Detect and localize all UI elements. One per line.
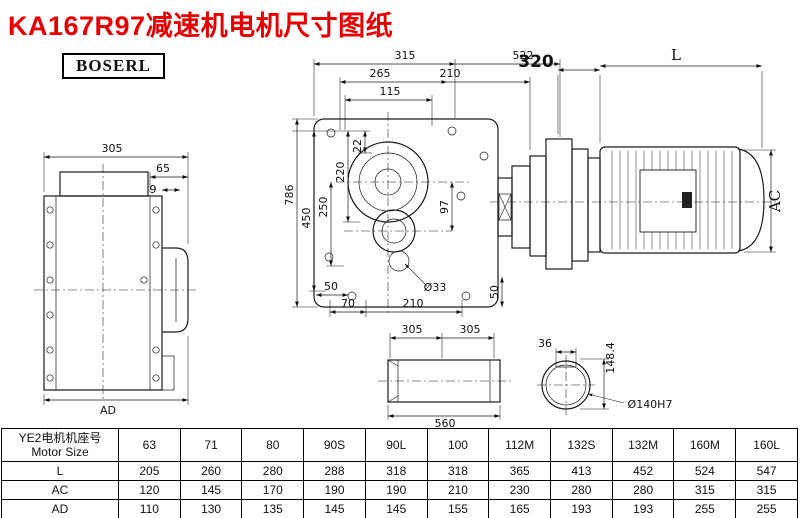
- dim-label: 148.4: [604, 342, 617, 374]
- technical-drawing: 305 65 9 AD: [34, 46, 784, 428]
- dim-label: 9: [150, 183, 157, 196]
- cell: 280: [241, 461, 305, 481]
- dim-label: 315: [395, 49, 416, 62]
- motor-size-table: YE2电机机座号 Motor Size 63 71 80 90S 90L 100…: [1, 428, 798, 518]
- row-label: L: [1, 461, 119, 481]
- dim-label: 250: [317, 197, 330, 218]
- table-row-L: L 205 260 280 288 318 318 365 413 452 52…: [1, 461, 798, 481]
- dim-label: 305: [402, 323, 423, 336]
- dim-label: 220: [334, 162, 347, 183]
- cell: 280: [611, 480, 675, 500]
- table-header-label: YE2电机机座号 Motor Size: [1, 428, 119, 462]
- size-col: 90S: [303, 428, 366, 462]
- cell: 170: [241, 480, 305, 500]
- cell: 120: [118, 480, 181, 500]
- cell: 365: [488, 461, 552, 481]
- dim-label: L: [671, 46, 681, 64]
- dim-label: 210: [403, 297, 424, 310]
- size-col: 90L: [364, 428, 428, 462]
- motor-view: 320 L AC: [490, 46, 784, 270]
- dim-label: 97: [438, 200, 451, 214]
- cell: 210: [426, 480, 490, 500]
- cell: 190: [364, 480, 428, 500]
- dim-label: 65: [156, 162, 170, 175]
- size-col: 132M: [611, 428, 675, 462]
- cell: 318: [426, 461, 490, 481]
- cell: 288: [303, 461, 366, 481]
- cell: 413: [550, 461, 613, 481]
- dim-label: AC: [766, 190, 784, 213]
- table-header-row: YE2电机机座号 Motor Size 63 71 80 90S 90L 100…: [1, 428, 798, 462]
- cell: 145: [179, 480, 243, 500]
- size-col: 71: [179, 428, 243, 462]
- keyway-view: 36 148.4 Ø140H7: [537, 337, 672, 415]
- size-col: 100: [426, 428, 490, 462]
- dim-label: AD: [100, 404, 116, 417]
- size-col: 80: [241, 428, 305, 462]
- cell: 110: [118, 499, 181, 518]
- cell: 260: [179, 461, 243, 481]
- table-header-en: Motor Size: [31, 445, 89, 459]
- dim-label: 305: [102, 142, 123, 155]
- brand-logo: BOSERL: [62, 53, 165, 79]
- dim-label: 305: [460, 323, 481, 336]
- dim-label: 450: [300, 208, 313, 229]
- dim-label: 36: [538, 337, 552, 350]
- shaft-view: 305 305 560: [378, 323, 512, 428]
- size-col: 112M: [488, 428, 552, 462]
- cell: 190: [303, 480, 366, 500]
- cell: 315: [673, 480, 737, 500]
- cell: 524: [673, 461, 737, 481]
- cell: 165: [488, 499, 552, 518]
- cell: 145: [303, 499, 366, 518]
- cell: 318: [364, 461, 428, 481]
- side-view: 305 65 9 AD: [34, 142, 196, 417]
- size-col: 63: [118, 428, 181, 462]
- table-header-cn: YE2电机机座号: [18, 431, 102, 445]
- front-view: 315 522 265 210 115 786 450 250 220 22: [283, 49, 561, 317]
- cell: 145: [364, 499, 428, 518]
- dim-label: 265: [370, 67, 391, 80]
- dim-label: 560: [435, 417, 456, 428]
- size-col: 132S: [550, 428, 613, 462]
- dim-label: 320: [518, 52, 554, 72]
- cell: 155: [426, 499, 490, 518]
- dim-label: 522: [513, 49, 534, 62]
- cell: 130: [179, 499, 243, 518]
- cell: 315: [735, 480, 798, 500]
- dim-label: Ø140H7: [628, 398, 673, 411]
- size-col: 160L: [735, 428, 798, 462]
- dim-label: 22: [351, 139, 364, 153]
- dim-label: 786: [283, 185, 296, 206]
- dim-label: 115: [380, 85, 401, 98]
- cell: 452: [611, 461, 675, 481]
- cell: 255: [735, 499, 798, 518]
- cell: 280: [550, 480, 613, 500]
- dim-label: 70: [341, 297, 355, 310]
- cell: 255: [673, 499, 737, 518]
- dim-label: 50: [488, 285, 501, 299]
- row-label: AC: [1, 480, 119, 500]
- cell: 230: [488, 480, 552, 500]
- size-col: 160M: [673, 428, 737, 462]
- page-title: KA167R97减速机电机尺寸图纸: [8, 11, 394, 41]
- cell: 193: [611, 499, 675, 518]
- dim-label: 50: [324, 280, 338, 293]
- table-row-AC: AC 120 145 170 190 190 210 230 280 280 3…: [1, 480, 798, 500]
- cell: 193: [550, 499, 613, 518]
- table-row-AD: AD 110 130 135 145 145 155 165 193 193 2…: [1, 499, 798, 518]
- dim-label: Ø33: [424, 281, 447, 294]
- cell: 205: [118, 461, 181, 481]
- dim-label: 210: [440, 67, 461, 80]
- cell: 547: [735, 461, 798, 481]
- cell: 135: [241, 499, 305, 518]
- row-label: AD: [1, 499, 119, 518]
